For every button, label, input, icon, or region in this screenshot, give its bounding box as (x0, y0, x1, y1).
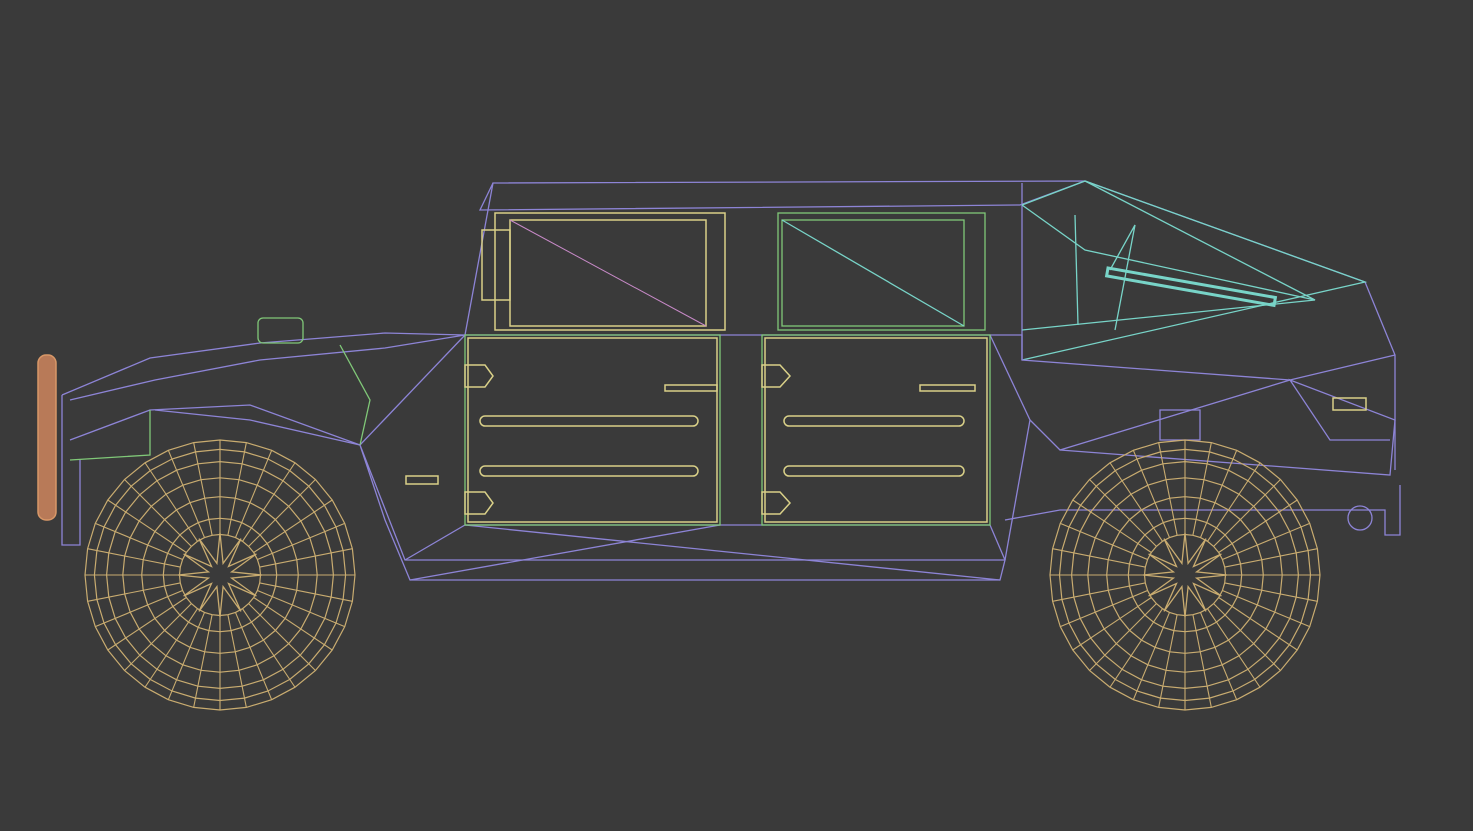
tire-segment (144, 608, 198, 688)
tire-segment (1213, 603, 1281, 671)
hub-star (177, 532, 263, 618)
tire-segment (1089, 603, 1157, 671)
front-window (494, 212, 726, 331)
tire-segment (1089, 479, 1157, 547)
tire-segment (124, 479, 192, 547)
tire-segment (107, 597, 187, 651)
doors (464, 212, 991, 526)
tire-segment (167, 612, 206, 700)
tire-segment (1158, 442, 1178, 536)
tire-segment (167, 450, 206, 538)
tire-segment (1132, 612, 1171, 700)
tire-segment (1192, 442, 1212, 536)
tire-segment (87, 548, 181, 568)
tire-segment (193, 614, 213, 708)
tire-segment (1109, 608, 1163, 688)
tire-segment (1192, 614, 1212, 708)
tire-segment (1222, 522, 1310, 561)
tire-segment (95, 589, 183, 628)
tire-segment (1052, 582, 1146, 602)
tire-segment (1218, 499, 1298, 553)
front-wheel (84, 439, 356, 711)
tire-segment (1207, 608, 1261, 688)
tire-segment (193, 442, 213, 536)
tire-segment (1158, 614, 1178, 708)
tire-segment (124, 603, 192, 671)
tire-segment (234, 612, 273, 700)
tire-ring (1143, 533, 1227, 617)
tire-segment (257, 589, 345, 628)
rear-door (761, 334, 991, 526)
tire-segment (1109, 462, 1163, 542)
tire-segment (248, 479, 316, 547)
tire-segment (227, 442, 247, 536)
rear-window (777, 212, 986, 331)
tire-segment (242, 462, 296, 542)
tire-segment (107, 499, 187, 553)
tire-segment (1072, 597, 1152, 651)
tire-segment (95, 522, 183, 561)
tire-segment (1060, 589, 1148, 628)
wheels (84, 439, 1321, 711)
tire-segment (1199, 612, 1238, 700)
tire-segment (259, 548, 353, 568)
hub-star (1142, 532, 1228, 618)
tire-segment (253, 597, 333, 651)
tire-segment (1213, 479, 1281, 547)
tire-segment (87, 582, 181, 602)
front-door (464, 334, 721, 526)
tire-segment (1199, 450, 1238, 538)
tire-segment (227, 614, 247, 708)
tire-segment (1218, 597, 1298, 651)
tire-segment (257, 522, 345, 561)
tire-segment (248, 603, 316, 671)
tire-segment (1224, 548, 1318, 568)
tire-segment (234, 450, 273, 538)
tire-segment (259, 582, 353, 602)
tire-segment (1224, 582, 1318, 602)
tire-segment (1222, 589, 1310, 628)
tire-ring (178, 533, 262, 617)
rear-wheel (1049, 439, 1321, 711)
tire-segment (242, 608, 296, 688)
tire-segment (1207, 462, 1261, 542)
tire-segment (1052, 548, 1146, 568)
tire-segment (1072, 499, 1152, 553)
tire-segment (1132, 450, 1171, 538)
tire-segment (144, 462, 198, 542)
tire-segment (253, 499, 333, 553)
tire-segment (1060, 522, 1148, 561)
